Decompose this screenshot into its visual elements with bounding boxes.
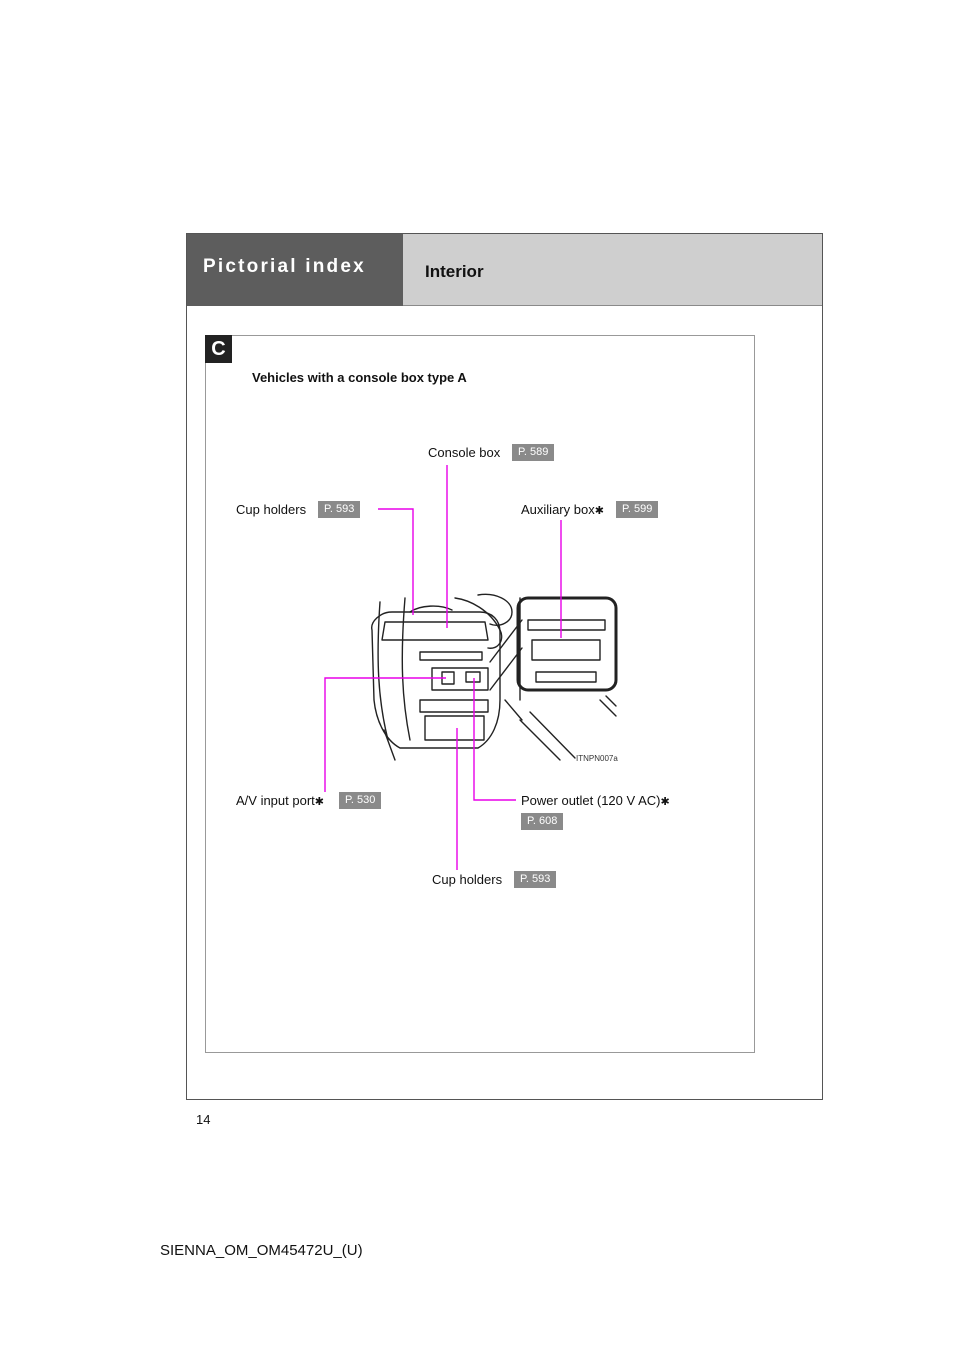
av-input-port-page-badge[interactable]: P. 530 [339,792,382,809]
illustration-code: ITNPN007a [576,754,618,763]
topic-title: Interior [425,262,484,281]
page-number: 14 [196,1112,211,1127]
section-letter-badge: C [205,335,232,363]
power-outlet-label: Power outlet (120 V AC)✱ [521,793,670,808]
section-title: Pictorial index [203,256,366,277]
panel-title: Vehicles with a console box type A [252,370,467,385]
auxiliary-box-page-badge[interactable]: P. 599 [616,501,659,518]
asterisk-icon: ✱ [660,796,670,808]
asterisk-icon: ✱ [594,505,604,517]
page-frame: Pictorial index Interior [186,233,823,1100]
av-input-port-label: A/V input port✱ [236,793,324,808]
auxiliary-box-label: Auxiliary box✱ [521,502,604,517]
cup-holders-top-label: Cup holders [236,502,307,517]
cup-holders-bottom-label: Cup holders [432,872,503,887]
power-outlet-page-badge[interactable]: P. 608 [521,813,564,830]
asterisk-icon: ✱ [314,796,324,808]
cup-holders-bottom-page-badge[interactable]: P. 593 [514,871,557,888]
topic-header: Interior [403,234,822,306]
cup-holders-top-page-badge[interactable]: P. 593 [318,501,361,518]
illustration-panel [205,335,755,1053]
document-footer: SIENNA_OM_OM45472U_(U) [160,1242,363,1259]
console-box-label: Console box [428,445,501,460]
section-header: Pictorial index [187,234,403,306]
console-box-page-badge[interactable]: P. 589 [512,444,555,461]
